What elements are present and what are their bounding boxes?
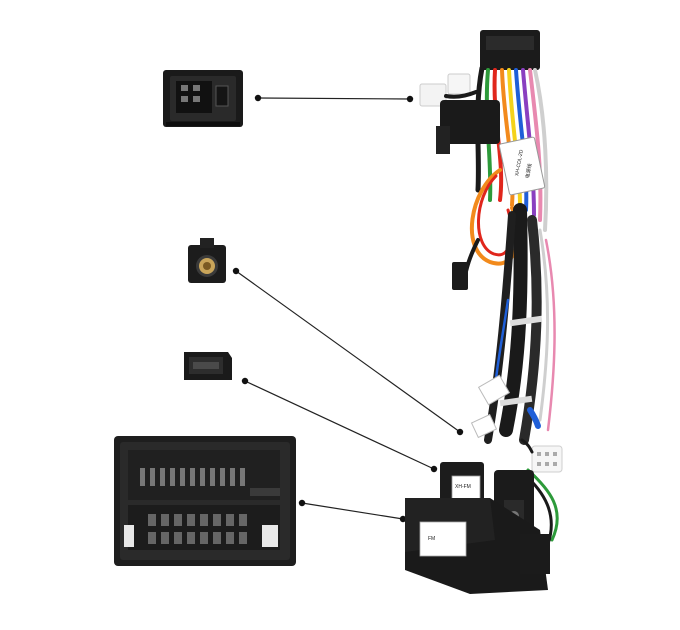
connector-thumb-4 xyxy=(114,436,296,566)
harness-tag-top: XH-CDL-2D xyxy=(514,149,525,177)
connector-thumb-2 xyxy=(188,238,226,283)
callout-lines xyxy=(232,94,464,523)
connector-thumb-1 xyxy=(163,70,243,127)
harness-tag-cn: 电源线 xyxy=(524,163,534,179)
connector-thumb-3 xyxy=(184,352,232,380)
harness-tag-mid: XH-FM xyxy=(455,484,471,490)
harness-tag-box: FM xyxy=(428,536,435,542)
wiring-harness: XH-CDL-2D 电源线 XH-F xyxy=(405,30,563,594)
